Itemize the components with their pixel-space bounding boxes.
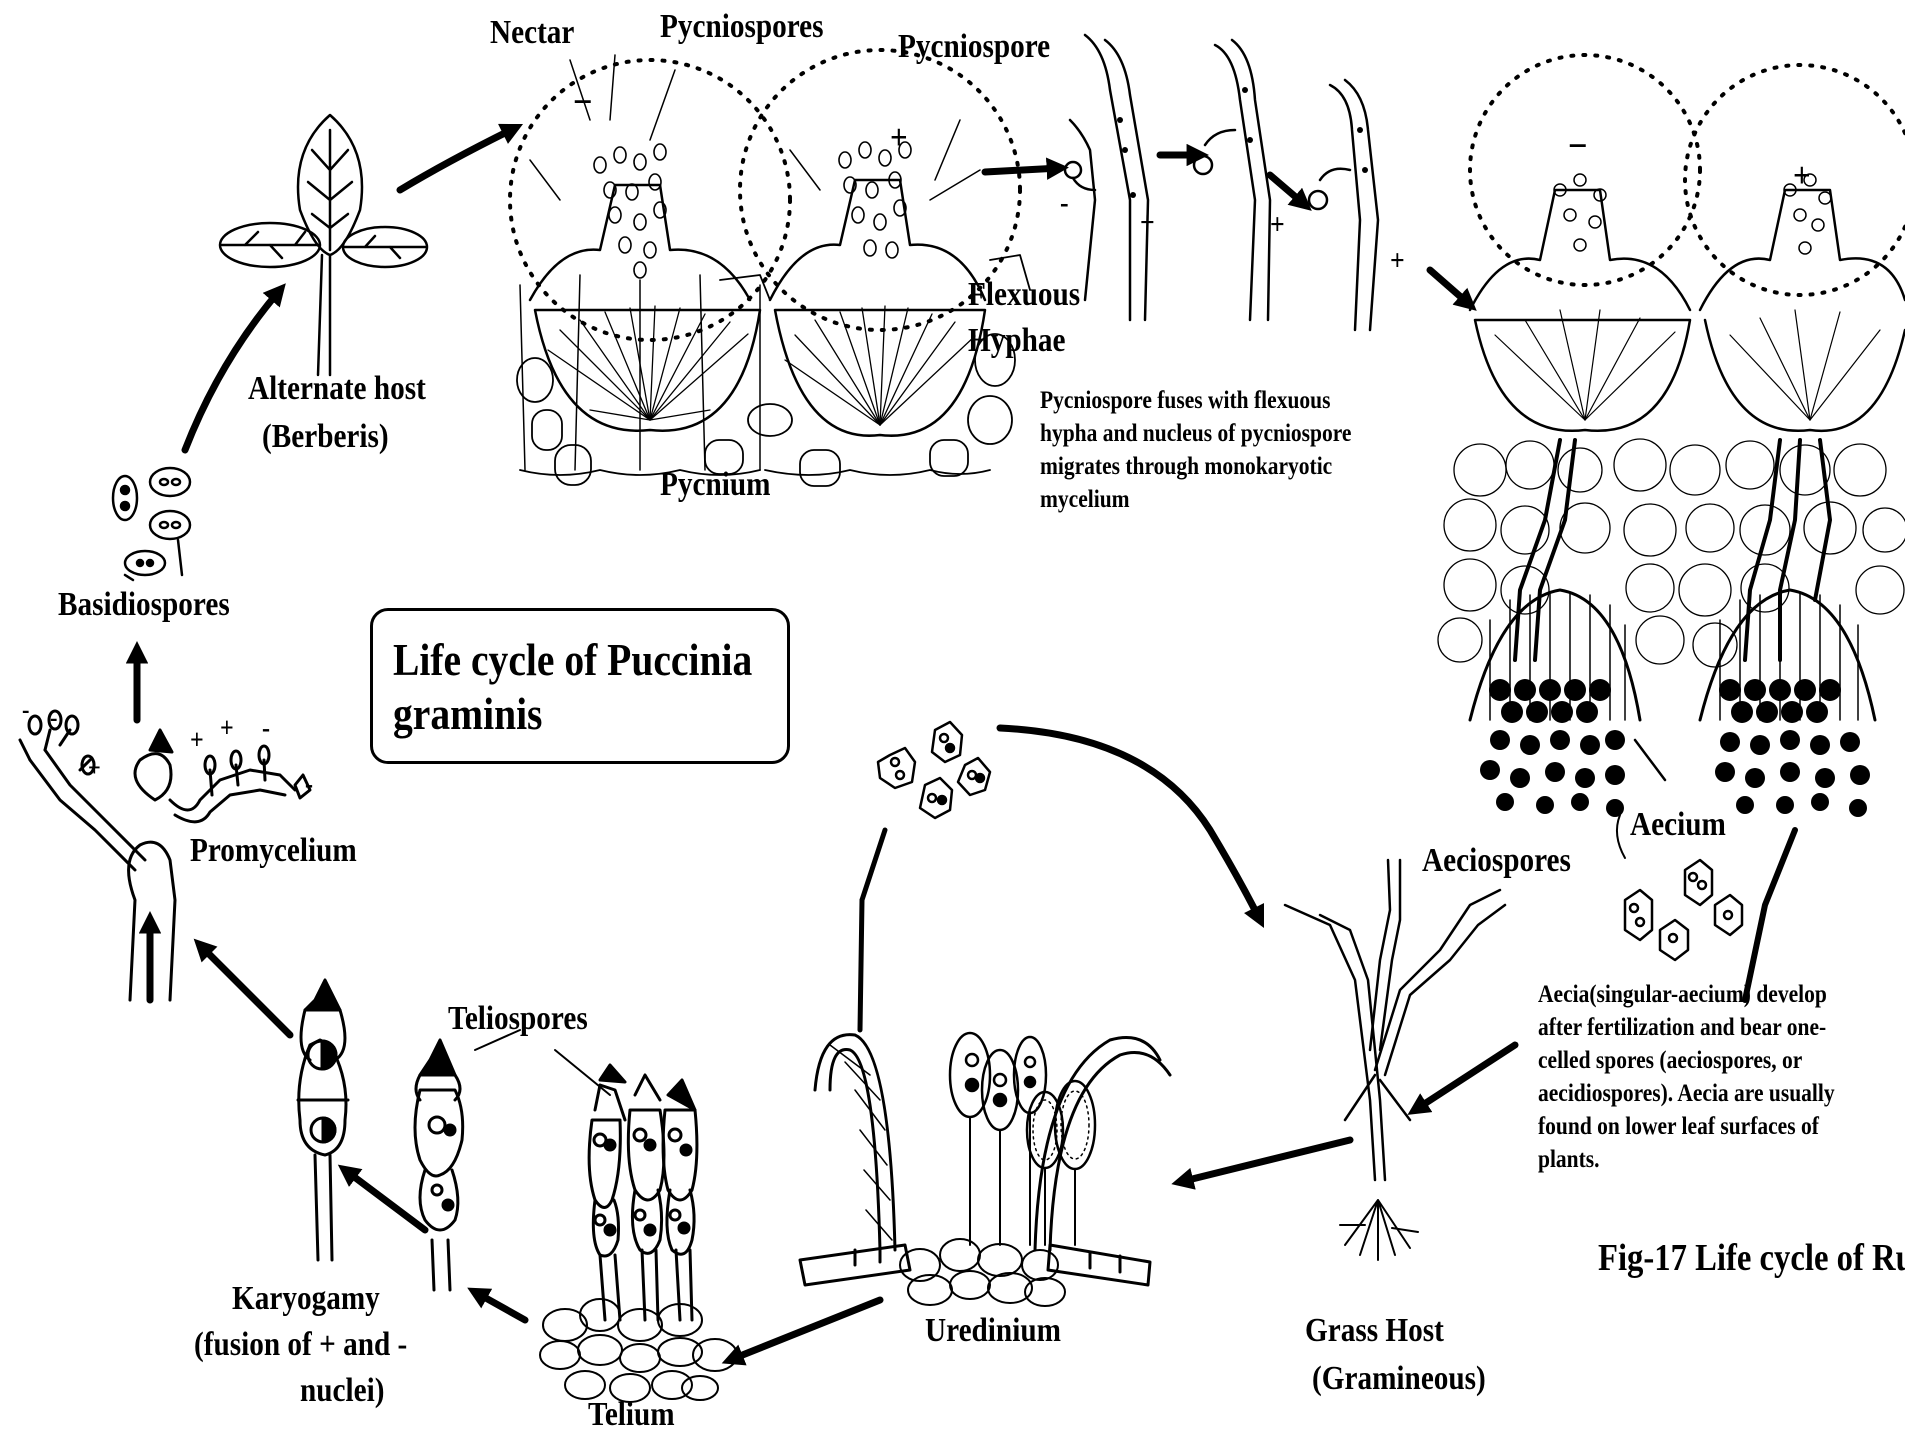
label-aeciospores: Aeciospores bbox=[1422, 842, 1571, 879]
arrow-urediniospores-reinfect bbox=[1000, 728, 1260, 920]
plus-sign-pycnium-right: + bbox=[890, 118, 908, 158]
urediniospores bbox=[878, 722, 990, 818]
plus-sign-promycelium-2: + bbox=[220, 714, 234, 745]
label-promycelium: Promycelium bbox=[190, 832, 357, 869]
note-line: aecidiospores). Aecia are usually bbox=[1538, 1077, 1835, 1110]
label-berberis: (Berberis) bbox=[262, 418, 389, 455]
label-flexuous: Flexuous bbox=[968, 276, 1080, 313]
note-line: celled spores (aeciospores, or bbox=[1538, 1044, 1835, 1077]
plus-sign-promycelium-1: + bbox=[190, 726, 204, 757]
minus-sign-basidium-2: - bbox=[50, 704, 57, 733]
label-gramineous: (Gramineous) bbox=[1312, 1360, 1486, 1397]
label-teliospores: Teliospores bbox=[448, 1000, 588, 1037]
figure-caption: Fig-17 Life cycle of Ru bbox=[1598, 1236, 1905, 1280]
label-telium: Telium bbox=[588, 1396, 675, 1433]
label-nectar: Nectar bbox=[490, 14, 574, 51]
label-pycniospores: Pycniospores bbox=[660, 8, 824, 45]
arrow-pycniospore-3 bbox=[1270, 175, 1305, 205]
label-hyphae: Hyphae bbox=[968, 322, 1065, 359]
arrow-to-karyogamy bbox=[345, 1170, 425, 1230]
grass-host-plant bbox=[1285, 860, 1505, 1260]
minus-sign-aecium-left: − bbox=[1568, 124, 1588, 168]
note-line: Pycniospore fuses with flexuous bbox=[1040, 384, 1351, 417]
label-pycnium: Pycnium bbox=[660, 466, 770, 503]
label-grass-host: Grass Host bbox=[1305, 1312, 1444, 1349]
note-line: hypha and nucleus of pycniospore bbox=[1040, 417, 1351, 450]
arrow-pycniospore-1 bbox=[985, 168, 1060, 172]
pycniospore-fusing bbox=[1065, 162, 1081, 178]
arrow-to-aecium bbox=[1430, 270, 1470, 305]
minus-sign-pycnium-left: − bbox=[573, 80, 593, 124]
note-aecia: Aecia(singular-aecium) develop after fer… bbox=[1538, 978, 1835, 1176]
teliospore-karyogamy bbox=[298, 980, 348, 1260]
plus-sign-hypha-1: + bbox=[1140, 206, 1155, 239]
arrow-to-teliospores bbox=[475, 1292, 525, 1320]
arrow-to-grass-host bbox=[1415, 1045, 1515, 1110]
label-pycniospore: Pycniospore bbox=[898, 28, 1050, 65]
title-box: Life cycle of Puccinia graminis bbox=[370, 608, 790, 764]
note-line: mycelium bbox=[1040, 483, 1351, 516]
basidiospores bbox=[113, 468, 190, 580]
note-line: Aecia(singular-aecium) develop bbox=[1538, 978, 1835, 1011]
berberis-leaves bbox=[220, 115, 427, 375]
label-basidiospores: Basidiospores bbox=[58, 586, 230, 623]
uredinium-group bbox=[800, 830, 1170, 1306]
label-aecium: Aecium bbox=[1630, 806, 1726, 843]
label-karyogamy: Karyogamy bbox=[232, 1280, 380, 1317]
label-karyogamy-fusion: (fusion of + and - bbox=[194, 1326, 407, 1363]
teliospores-group bbox=[415, 1030, 610, 1290]
label-karyogamy-nuclei: nuclei) bbox=[300, 1372, 384, 1409]
minus-sign-pycniospore: - bbox=[1060, 186, 1069, 219]
note-pycniospore-fusion: Pycniospore fuses with flexuous hypha an… bbox=[1040, 384, 1351, 516]
minus-sign-promycelium-1: - bbox=[262, 714, 270, 745]
minus-sign-basidium-1: - bbox=[22, 696, 29, 725]
arrow-to-telium bbox=[730, 1300, 880, 1360]
note-line: found on lower leaf surfaces of bbox=[1538, 1110, 1835, 1143]
diagram-title: Life cycle of Puccinia graminis bbox=[393, 633, 771, 741]
plus-sign-aecium-right: + bbox=[1793, 156, 1811, 196]
telium-group bbox=[540, 1065, 737, 1402]
arrow-to-uredinium bbox=[1180, 1140, 1350, 1182]
note-line: after fertilization and bear one- bbox=[1538, 1011, 1835, 1044]
plus-sign-hypha-3: + bbox=[1390, 244, 1405, 277]
label-alternate-host: Alternate host bbox=[248, 370, 426, 407]
plus-sign-hypha-2: + bbox=[1270, 208, 1285, 241]
arrow-to-pycnium bbox=[400, 128, 515, 190]
cycle-arrows bbox=[137, 128, 1515, 1360]
note-line: plants. bbox=[1538, 1143, 1835, 1176]
minus-sign-promycelium-2: - bbox=[305, 770, 313, 801]
arrow-to-promycelium bbox=[200, 945, 290, 1035]
plus-sign-basidium: + bbox=[88, 754, 101, 783]
flexuous-hyphae bbox=[1065, 35, 1378, 330]
pycnium-right bbox=[720, 50, 1030, 486]
pycnium-left bbox=[510, 55, 792, 485]
aeciospore-chains bbox=[1480, 679, 1870, 817]
label-uredinium: Uredinium bbox=[925, 1312, 1061, 1349]
note-line: migrates through monokaryotic bbox=[1040, 450, 1351, 483]
